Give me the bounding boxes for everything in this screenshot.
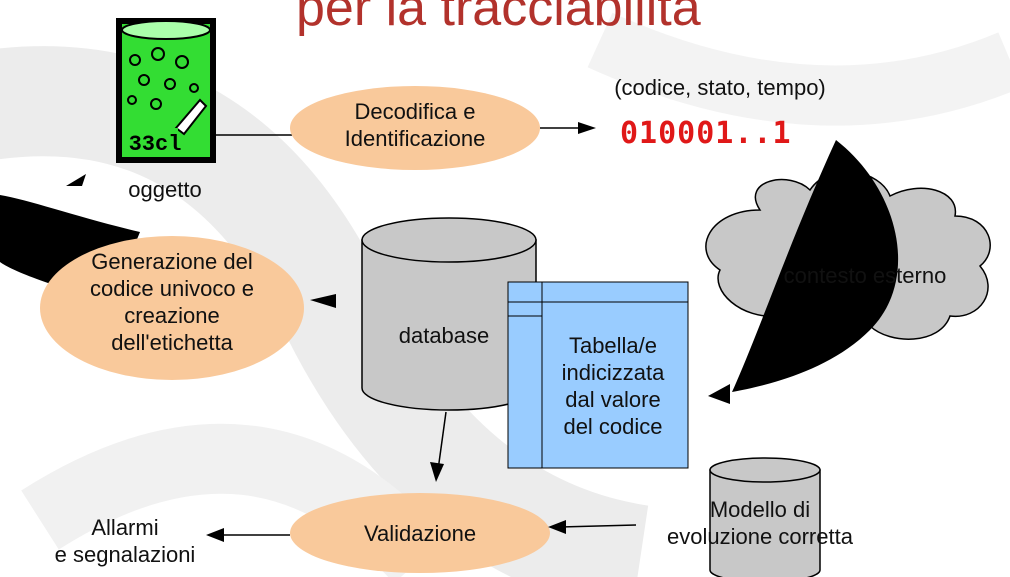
validation-ellipse [290, 493, 550, 573]
generation-text: Generazione del codice univoco e creazio… [90, 249, 254, 355]
page-title: per la tracciabilità [296, 0, 701, 37]
arrow-database-validation [437, 411, 447, 471]
database-label: database [398, 323, 490, 348]
code-value: 010001..1 [620, 116, 792, 151]
generation-ellipse [40, 236, 304, 380]
arrowhead-table [708, 384, 730, 404]
model-text: Modello di evoluzione corretta [667, 497, 853, 549]
decode-text: Decodifica e Identificazione [344, 99, 486, 151]
tuple-label: (codice, stato, tempo) [614, 75, 826, 100]
arrowhead-oggetto [66, 174, 86, 186]
object-label: oggetto [128, 177, 202, 202]
can-icon [116, 18, 216, 163]
curved-arrow-right [732, 140, 899, 392]
arrowhead-generation [310, 294, 336, 308]
cloud-text: contesto esterno [783, 263, 947, 288]
arrow-model-validation [559, 524, 637, 528]
index-table [507, 281, 689, 469]
validation-label: Validazione [363, 521, 477, 546]
decode-ellipse [290, 86, 540, 170]
database-cylinder [361, 217, 537, 411]
alarms-text: Allarmi e segnalazioni [54, 515, 196, 567]
can-label: 33cl [129, 132, 182, 157]
table-text: Tabella/e indicizzata dal valore del cod… [561, 333, 665, 439]
model-cylinder [709, 457, 821, 577]
